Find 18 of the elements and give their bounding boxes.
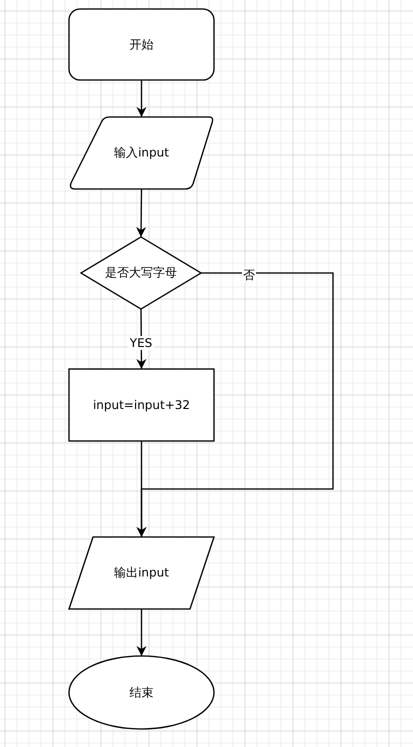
edge-label: YES xyxy=(128,336,154,350)
node-text: 开始 xyxy=(130,36,154,53)
node-text: input=input+32 xyxy=(92,398,190,412)
end-terminal xyxy=(69,656,214,729)
arrow xyxy=(136,80,146,117)
node-text: 输入input xyxy=(114,144,169,162)
edge-label: 否 xyxy=(242,268,256,282)
start-terminal xyxy=(69,9,214,80)
output-parallelogram xyxy=(69,537,214,609)
arrow xyxy=(136,272,334,537)
arrow xyxy=(136,189,146,237)
decision-diamond xyxy=(81,237,201,309)
node-text: 输出input xyxy=(114,564,169,582)
arrow xyxy=(136,609,146,656)
node-text: 是否大写字母 xyxy=(105,264,177,282)
input-parallelogram xyxy=(70,117,213,189)
node-text: 结束 xyxy=(130,684,154,701)
process-box xyxy=(69,369,214,441)
